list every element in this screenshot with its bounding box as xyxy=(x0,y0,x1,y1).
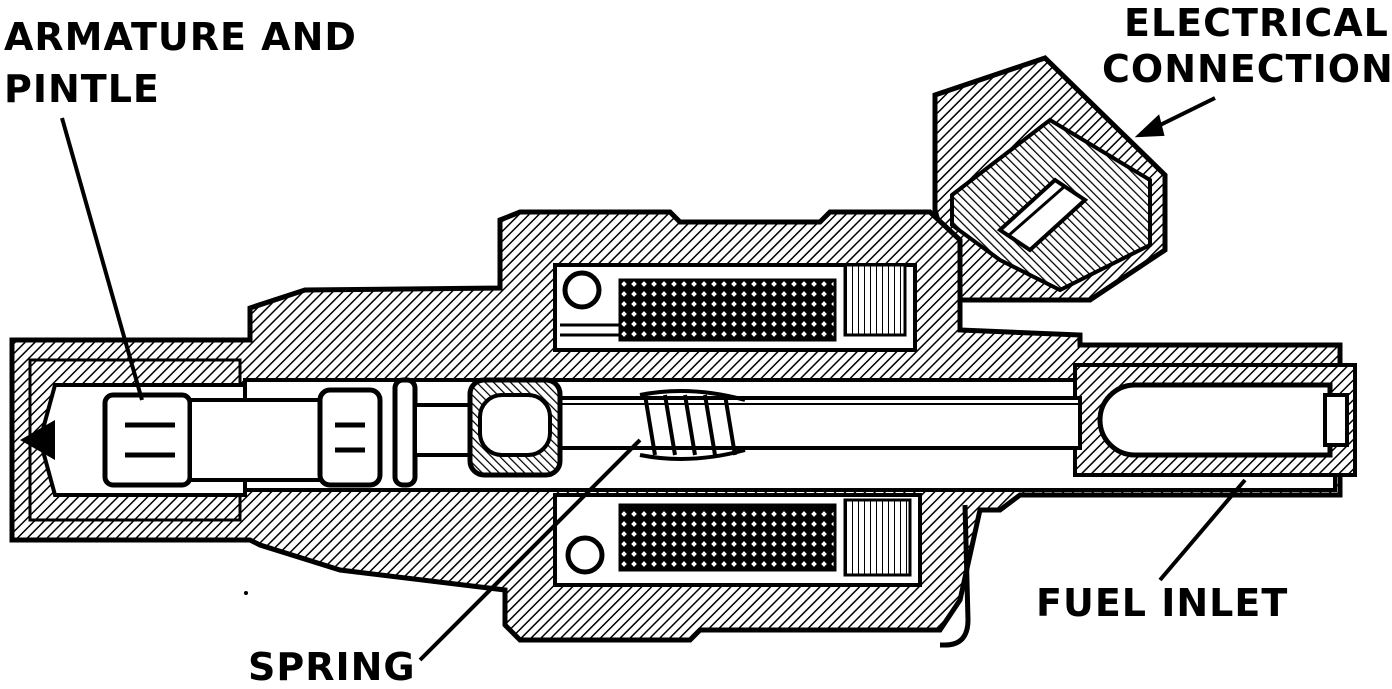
solenoid-coil-upper xyxy=(553,263,917,352)
label-connection: CONNECTION xyxy=(1102,47,1392,91)
leader-lines xyxy=(60,96,1247,662)
armature-pintle xyxy=(102,377,563,488)
electrical-connector xyxy=(932,55,1168,303)
solenoid-coil-lower xyxy=(553,493,922,587)
label-pintle: PINTLE xyxy=(4,67,160,111)
label-fuel-inlet: FUEL INLET xyxy=(1036,581,1289,625)
speck xyxy=(244,591,248,595)
label-armature-and: ARMATURE AND xyxy=(4,15,357,59)
spring xyxy=(639,389,746,461)
label-spring: SPRING xyxy=(248,645,416,689)
label-electrical: ELECTRICAL xyxy=(1124,1,1389,45)
fuel-line xyxy=(940,504,971,648)
